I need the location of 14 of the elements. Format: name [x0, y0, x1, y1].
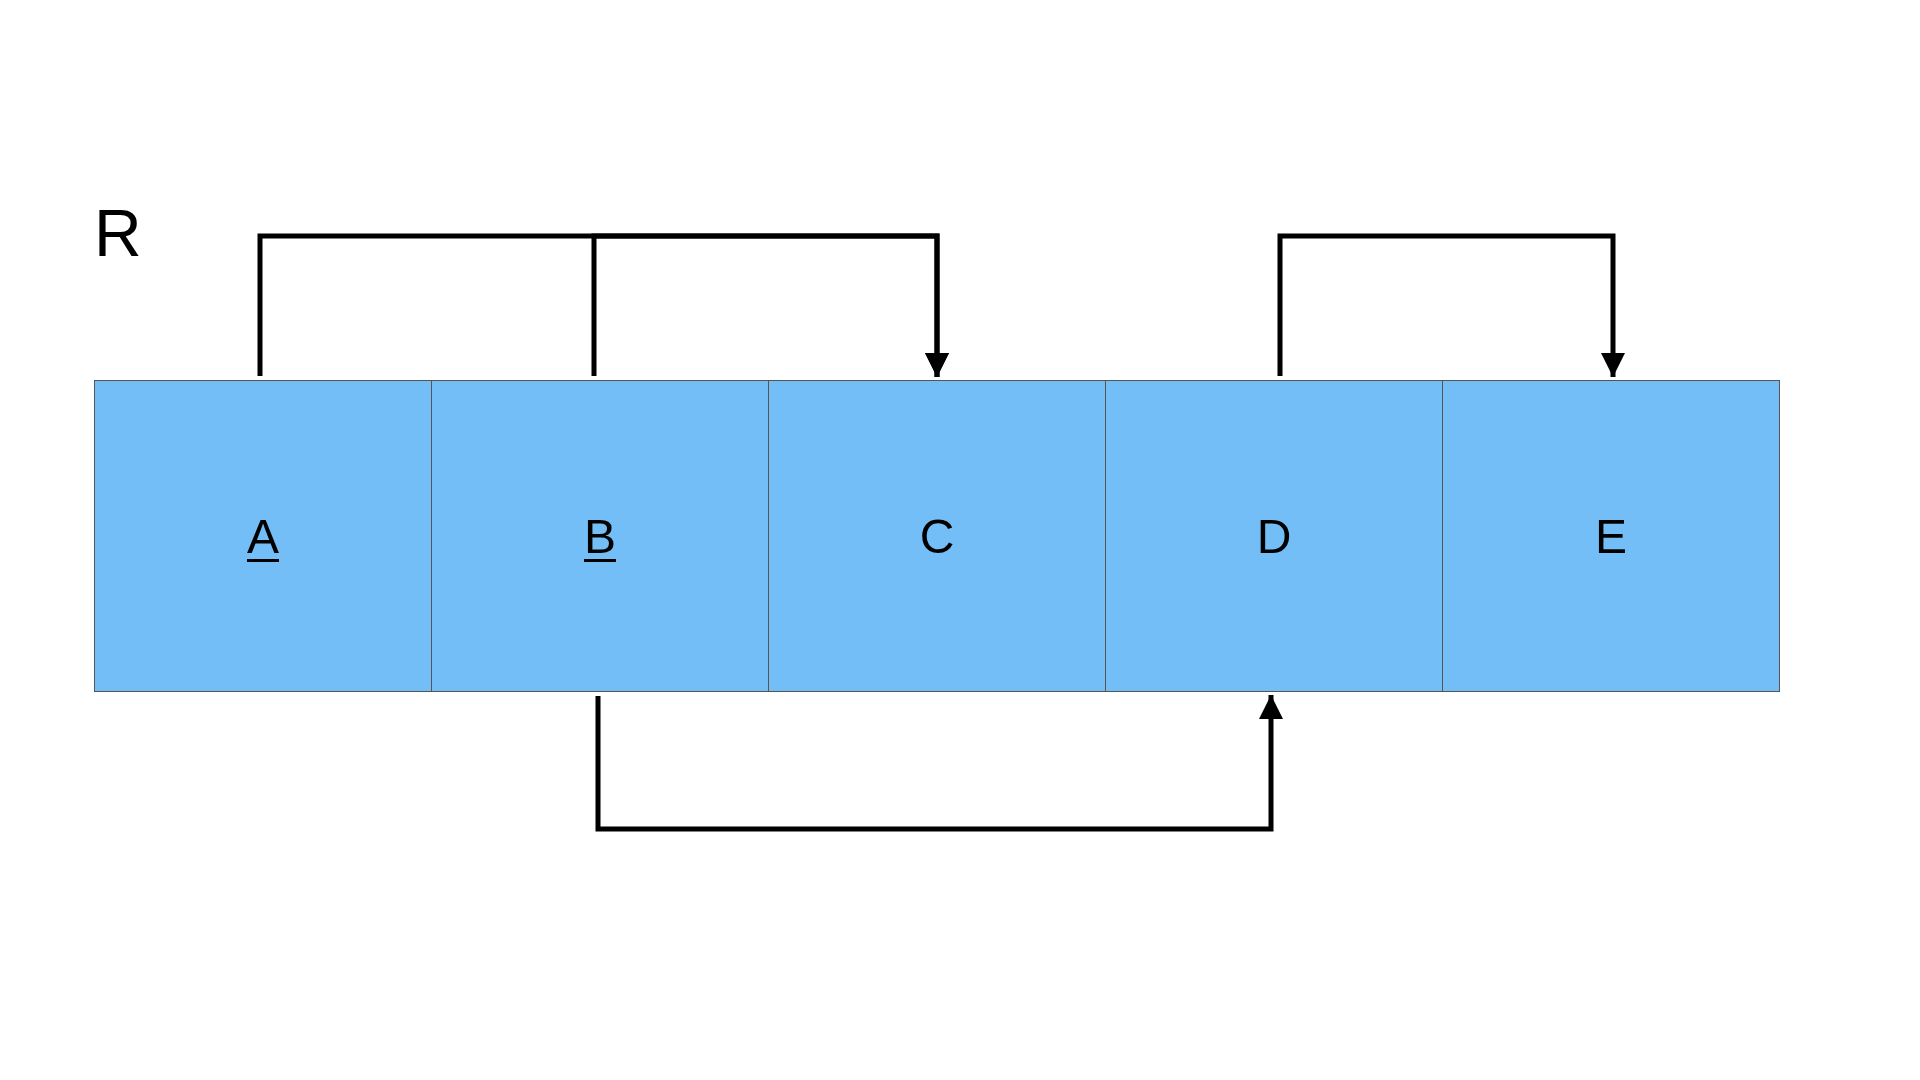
attribute-name: C	[919, 508, 955, 564]
dependency-arrow	[1277, 233, 1625, 377]
relation-name: R	[94, 200, 142, 266]
attribute-name: A	[247, 508, 279, 564]
dependency-arrow	[591, 233, 949, 377]
attribute-cell	[431, 380, 769, 692]
attribute-cell	[1105, 380, 1443, 692]
attribute-cell	[768, 380, 1106, 692]
attribute-name: E	[1595, 508, 1627, 564]
attribute-cell	[1442, 380, 1780, 692]
attribute-name: B	[584, 508, 616, 564]
attribute-name: D	[1256, 508, 1292, 564]
attribute-cell	[94, 380, 432, 692]
dependency-arrow	[595, 695, 1283, 832]
